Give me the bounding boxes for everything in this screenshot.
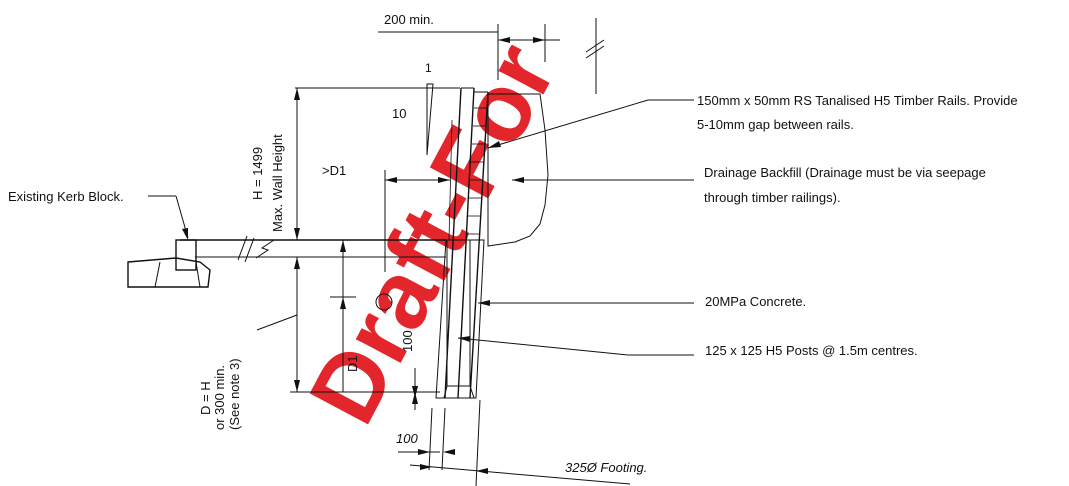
depth-leader — [256, 314, 298, 331]
batter-1-label: 1 — [425, 61, 432, 75]
drain-pipe — [375, 293, 393, 311]
timber-wall — [444, 87, 540, 399]
backfill-label: Drainage Backfill (Drainage must be via … — [704, 165, 986, 180]
drainage-backfill-area — [487, 93, 549, 247]
posts-label: 125 x 125 H5 Posts @ 1.5m centres. — [705, 343, 918, 358]
height-label: H = 1499 — [250, 147, 265, 200]
dim-100-bottom-label: 100 — [396, 431, 418, 446]
concrete-footing — [435, 239, 485, 399]
gt-d1-label: >D1 — [322, 163, 346, 178]
depth-label: D = H — [198, 381, 213, 415]
kerb-leader — [148, 195, 189, 240]
depth-or-label: or 300 min. — [212, 365, 227, 430]
dim-200-min-label: 200 min. — [384, 12, 434, 27]
concrete-label: 20MPa Concrete. — [705, 294, 806, 309]
rails-label-line2: 5-10mm gap between rails. — [697, 117, 854, 132]
rails-leader — [487, 99, 694, 149]
max-wall-height-label: Max. Wall Height — [270, 134, 285, 232]
d1-label: D1 — [345, 355, 360, 372]
depth-note-label: (See note 3) — [227, 358, 242, 430]
dim-100-vertical-label: 100 — [400, 330, 415, 352]
kerb-label: Existing Kerb Block. — [8, 189, 124, 204]
dim-100-vertical — [412, 368, 418, 410]
gt-d1-dimension — [384, 170, 450, 272]
dim-200-min — [378, 18, 605, 94]
footing-label: 325Ø Footing. — [565, 460, 647, 475]
d1-dimension — [330, 240, 356, 392]
backfill-label-line2: through timber railings). — [704, 190, 841, 205]
batter-indicator — [426, 83, 434, 156]
batter-10-label: 10 — [392, 106, 406, 121]
rails-label: 150mm x 50mm RS Tanalised H5 Timber Rail… — [697, 93, 1018, 108]
ground-line — [180, 235, 446, 263]
dim-100-bottom — [398, 407, 455, 471]
kerb-block — [127, 239, 211, 288]
footing-dimension — [409, 399, 631, 486]
posts-leader — [457, 336, 694, 356]
backfill-leader — [512, 177, 694, 183]
concrete-leader — [478, 300, 694, 306]
